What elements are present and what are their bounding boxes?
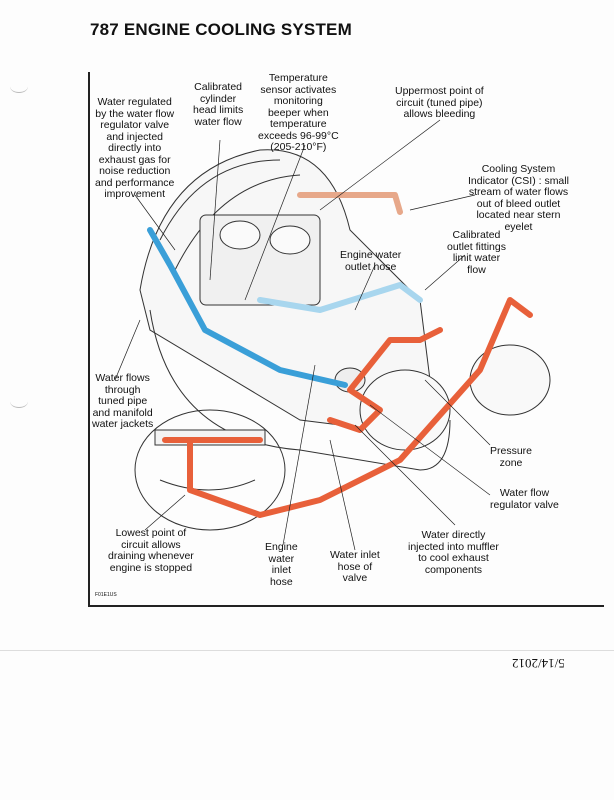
binder-hole	[10, 395, 28, 408]
label-water-flow-regulator: Water flow regulator valve	[490, 487, 559, 511]
page-title: 787 ENGINE COOLING SYSTEM	[90, 20, 352, 39]
label-water-inlet-valve: Water inlet hose of valve	[330, 549, 380, 584]
label-calibrated-outlet: Calibrated outlet fittings limit water f…	[447, 229, 506, 276]
label-calibrated-cylinder: Calibrated cylinder head limits water fl…	[193, 81, 244, 128]
tuned-pipe-bleed-hose	[297, 192, 403, 215]
label-water-flows: Water flows through tuned pipe and manif…	[92, 372, 154, 430]
figure-frame	[88, 72, 604, 607]
label-temperature-sensor: Temperature sensor activates monitoring …	[258, 72, 339, 153]
page-divider	[0, 650, 614, 651]
outlet-hose-path	[257, 282, 423, 313]
label-pressure-zone: Pressure zone	[490, 445, 533, 469]
cold-water-path	[147, 227, 348, 388]
leader-lines	[114, 119, 491, 551]
engine-drawing	[134, 149, 551, 531]
label-engine-water-inlet: Engine water inlet hose	[265, 541, 298, 588]
label-water-regulated: Water regulated by the water flow regula…	[95, 96, 175, 200]
label-lowest-point: Lowest point of circuit allows draining …	[108, 527, 194, 574]
binder-hole	[10, 80, 28, 93]
label-engine-water-outlet: Engine water outlet hose	[340, 249, 402, 273]
label-csi: Cooling System Indicator (CSI) : small s…	[468, 163, 569, 233]
label-uppermost-point: Uppermost point of circuit (tuned pipe) …	[395, 85, 484, 120]
label-water-directly: Water directly injected into muffler to …	[408, 529, 499, 576]
regulator-loop-path	[327, 327, 443, 433]
hot-water-path	[162, 297, 533, 518]
figure-code: F01E1US	[95, 592, 117, 598]
print-date: 5/14/2012	[512, 656, 565, 671]
